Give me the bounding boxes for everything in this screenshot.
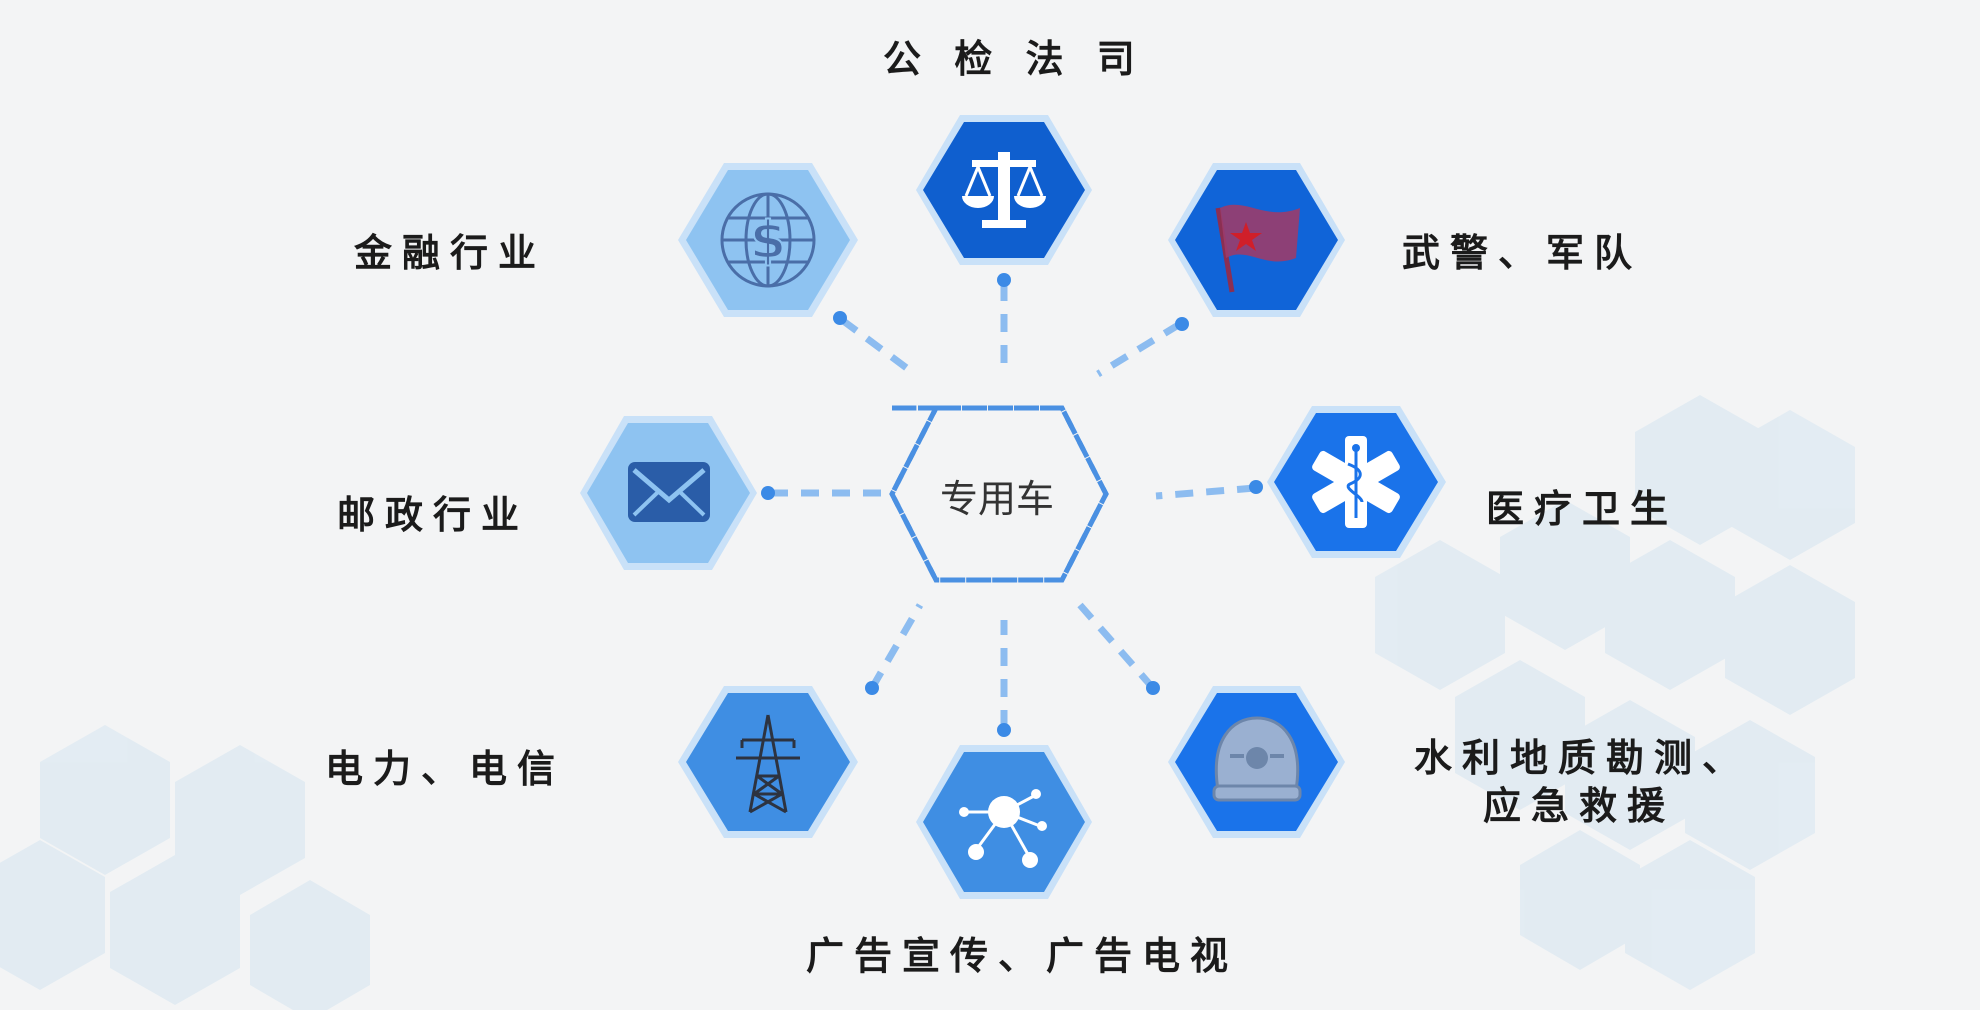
label-water-line1: 水利地质勘测、 (1414, 736, 1751, 780)
label-judicial: 公 检 法 司 (883, 37, 1145, 81)
label-medical: 医疗卫生 (1486, 487, 1679, 531)
connector-power (868, 603, 924, 690)
label-broadcast: 广告宣传、广告电视 (806, 934, 1239, 978)
helmet-icon (1212, 716, 1302, 802)
power-tower-icon (736, 714, 800, 814)
label-power: 电力、电信 (325, 747, 566, 791)
svg-text:$: $ (750, 211, 786, 271)
label-water: 水利地质勘测、 应急救援 (1414, 734, 1744, 830)
node-postal[interactable] (580, 416, 757, 570)
node-military[interactable] (1168, 163, 1345, 317)
connector-dots (761, 273, 1263, 737)
node-judicial[interactable] (916, 115, 1092, 265)
scales-of-justice-icon (962, 152, 1046, 228)
label-postal: 邮政行业 (337, 493, 530, 537)
node-water[interactable] (1168, 686, 1345, 838)
node-power-hex (686, 693, 850, 831)
node-power[interactable] (678, 686, 858, 838)
node-finance[interactable]: $ (678, 163, 858, 317)
connector-medical (1155, 484, 1256, 500)
red-flag-star-icon (1215, 204, 1300, 293)
connectors (770, 283, 1256, 728)
globe-dollar-icon: $ (720, 192, 816, 288)
network-nodes-icon (959, 789, 1047, 868)
background-hex-pattern (0, 395, 1855, 1010)
label-military: 武警、军队 (1402, 231, 1643, 275)
connector-finance (839, 317, 915, 375)
node-broadcast[interactable] (916, 745, 1092, 899)
connector-water (1077, 602, 1156, 691)
medical-star-of-life-icon (1312, 436, 1400, 528)
connector-military (1096, 321, 1182, 377)
label-finance: 金融行业 (354, 231, 547, 275)
envelope-icon (628, 462, 710, 522)
center-label: 专用车 (940, 477, 1055, 521)
label-water-line2: 应急救援 (1482, 784, 1675, 828)
node-medical[interactable] (1267, 406, 1446, 558)
